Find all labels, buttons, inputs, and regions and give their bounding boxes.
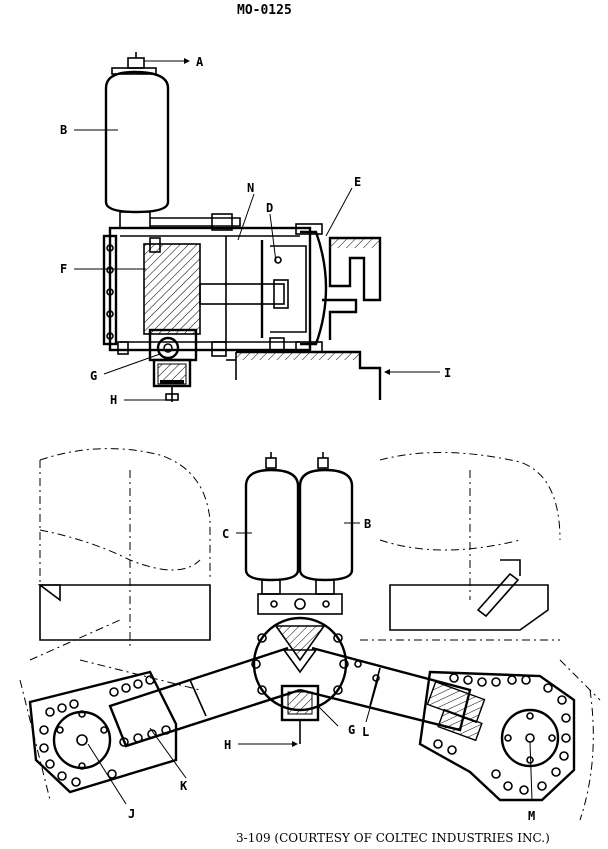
air-tank-c (244, 468, 300, 582)
label-g-top: G (90, 369, 97, 383)
label-f: F (60, 262, 67, 276)
label-g-bottom: G (348, 723, 355, 737)
label-i: I (444, 366, 451, 380)
bevel-gear (274, 625, 326, 662)
right-gearbox-bolts (433, 673, 571, 795)
label-j: J (128, 807, 135, 821)
label-a: A (196, 55, 204, 69)
label-n: N (247, 181, 254, 195)
engine-block-upper (328, 236, 382, 302)
figure-code: MO-0125 (237, 3, 292, 18)
top-fitting (127, 57, 145, 69)
air-tank-shape (104, 70, 170, 214)
right-gearbox (418, 670, 576, 802)
left-gearbox-bolts (39, 675, 171, 787)
piston-f (143, 243, 201, 335)
right-mount-block (389, 584, 549, 631)
label-e: E (354, 175, 361, 189)
twin-air-tanks (244, 452, 354, 615)
left-mount-block (39, 584, 211, 641)
label-b-bottom: B (364, 517, 371, 531)
pinion-g (156, 336, 180, 360)
label-m: M (528, 809, 535, 823)
label-k: K (180, 779, 188, 793)
left-gearbox (28, 670, 178, 794)
label-c: C (222, 527, 229, 541)
label-b-top: B (60, 123, 67, 137)
right-ring-gear-m (500, 708, 560, 768)
bottom-installation-view: C B G H L K J M (19, 448, 601, 823)
label-h-top: H (110, 393, 117, 407)
top-section-view: A B N D E F G H I (60, 52, 451, 407)
housing-bolts (251, 633, 349, 695)
end-flange-e (300, 230, 328, 346)
air-tank-b (298, 468, 354, 582)
label-h-bottom: H (224, 738, 231, 752)
label-l: L (362, 725, 369, 739)
figure-caption: 3-109 (COURTESY OF COLTEC INDUSTRIES INC… (236, 831, 550, 845)
left-ring-gear-j (52, 710, 112, 770)
left-drive-shaft (108, 646, 301, 748)
label-d: D (266, 201, 273, 215)
